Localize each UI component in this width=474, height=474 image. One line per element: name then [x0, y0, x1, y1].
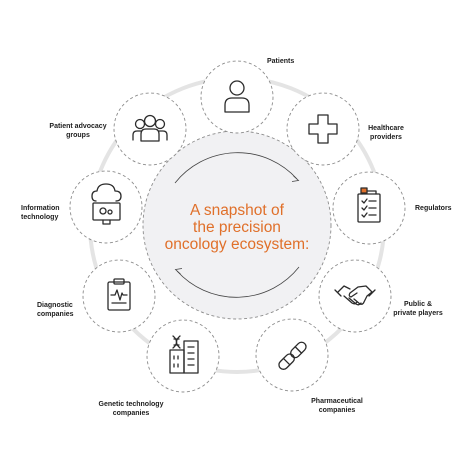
- label-healthcare-providers-line-1: Healthcare: [368, 125, 404, 132]
- pills-icon: [278, 341, 307, 370]
- label-information-technology: Information technology: [21, 204, 60, 222]
- person-icon: [224, 80, 250, 113]
- label-diagnostic-companies: Diagnostic companies: [37, 301, 74, 319]
- clipboard-ecg-icon: [107, 278, 131, 311]
- label-regulators: Regulators: [415, 204, 452, 213]
- handshake-icon: [334, 285, 376, 306]
- center-title: A snapshot of the precision oncology eco…: [152, 202, 322, 253]
- rotation-arrow-top: [174, 152, 300, 184]
- label-information-technology-line-1: Information: [21, 205, 60, 212]
- rotation-arrow-bottom: [174, 266, 300, 298]
- label-healthcare-providers: Healthcare providers: [368, 124, 404, 142]
- label-diagnostic-companies-line-1: Diagnostic: [37, 302, 73, 309]
- node-circle-patients: [200, 60, 274, 134]
- node-circle-information-technology: [69, 170, 143, 244]
- node-circle-healthcare-providers: [286, 92, 360, 166]
- label-genetic-technology-companies-line-2: companies: [112, 410, 150, 417]
- label-genetic-technology-companies: Genetic technology companies: [99, 400, 164, 418]
- label-pharmaceutical-companies-line-2: companies: [318, 407, 356, 414]
- label-patient-advocacy-groups: Patient advocacy groups: [49, 122, 106, 140]
- checklist-icon: [357, 187, 381, 223]
- label-information-technology-line-2: technology: [21, 214, 59, 221]
- label-patients: Patients: [267, 57, 294, 66]
- node-circle-public-private-players: [318, 259, 392, 333]
- label-pharmaceutical-companies: Pharmaceutical companies: [311, 397, 363, 415]
- center-title-line-3: oncology ecosystem:: [164, 236, 310, 253]
- label-regulators-line-1: Regulators: [415, 205, 452, 212]
- dna-building-icon: [169, 335, 199, 374]
- label-patient-advocacy-groups-line-1: Patient advocacy: [49, 123, 107, 130]
- cloud-monitor-icon: [91, 183, 122, 225]
- group-icon: [132, 114, 168, 142]
- label-public-private-players: Public & private players: [393, 300, 442, 318]
- label-genetic-technology-companies-line-1: Genetic technology: [98, 401, 164, 408]
- label-healthcare-providers-line-2: providers: [370, 134, 402, 141]
- center-title-line-1: A snapshot of: [190, 202, 284, 219]
- node-circle-genetic-technology-companies: [146, 319, 220, 393]
- label-public-private-players-line-2: private players: [393, 310, 443, 317]
- label-pharmaceutical-companies-line-1: Pharmaceutical: [311, 398, 363, 405]
- label-patient-advocacy-groups-line-2: groups: [66, 132, 90, 139]
- label-patients-line-1: Patients: [267, 58, 295, 65]
- label-diagnostic-companies-line-2: companies: [37, 311, 74, 318]
- medical-cross-icon: [308, 114, 338, 144]
- label-public-private-players-line-1: Public &: [403, 301, 433, 308]
- center-title-line-2: the precision: [193, 219, 281, 236]
